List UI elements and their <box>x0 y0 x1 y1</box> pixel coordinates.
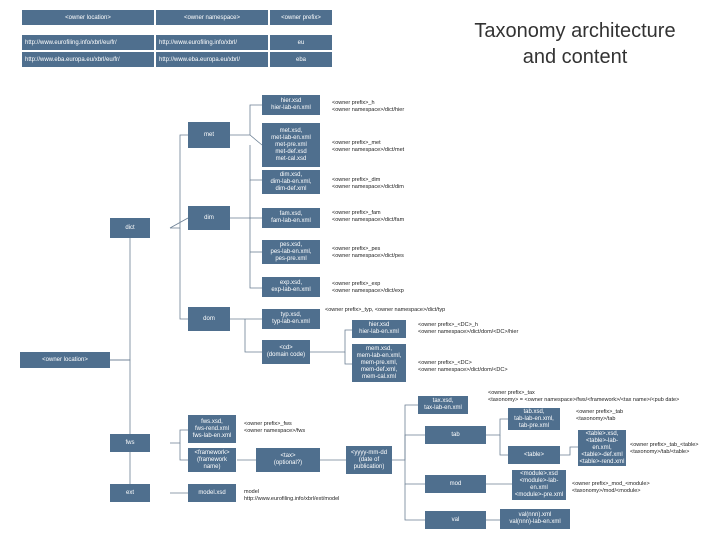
page-title: Taxonomy architecture and content <box>474 20 676 68</box>
note-tab: <owner prefix>_tab <taxonomy>/tab <box>576 409 624 422</box>
note-exp: <owner prefix>_exp <owner namespace>/dic… <box>332 281 404 294</box>
node-framework: <framework> (framework name) <box>188 448 236 472</box>
node-exp-files: exp.xsd, exp-lab-en.xml <box>262 277 320 297</box>
node-fws: fws <box>110 434 150 452</box>
note-met: <owner prefix>_met <owner namespace>/dic… <box>332 140 405 153</box>
table-header-owner-location: <owner location> <box>22 10 154 25</box>
table-row-1-prefix: eu <box>270 35 332 50</box>
note-typ: <owner prefix>_typ, <owner namespace>/di… <box>325 307 446 313</box>
note-dom-hier: <owner prefix>_<DC>_h <owner namespace>/… <box>418 322 519 335</box>
node-dim-files: dim.xsd, dim-lab-en.xml, dim-def.xml <box>262 170 320 194</box>
node-dim: dim <box>188 206 230 230</box>
node-owner-location: <owner location> <box>20 352 110 368</box>
table-row-2-location: http://www.eba.europa.eu/xbrl/eu/fr/ <box>22 52 154 67</box>
node-tax-files: tax.xsd, tax-lab-en.xml <box>418 396 468 414</box>
note-model: model http://www.eurofiling.info/xbrl/ex… <box>244 489 340 502</box>
node-domain-code: <cd> (domain code) <box>262 340 310 364</box>
node-tax: <tax> (optional?) <box>256 448 320 472</box>
node-pes-files: pes.xsd, pes-lab-en.xml, pes-pre.xml <box>262 240 320 264</box>
node-dict: dict <box>110 218 150 238</box>
node-val-files: val(nnn).xml val(nnn)-lab-en.xml <box>500 509 570 529</box>
node-table-files: <table>.xsd, <table>-lab- en.xml, <table… <box>578 430 626 466</box>
note-tax: <owner prefix>_tax <taxonomy> = <owner n… <box>488 390 680 403</box>
note-mod: <owner prefix>_mod_<module> <taxonomy>/m… <box>572 481 650 494</box>
node-tab-files: tab.xsd, tab-lab-en.xml, tab-pre.xml <box>508 408 560 430</box>
node-met-files: met.xsd, met-lab-en.xml met-pre.xml met-… <box>262 123 320 167</box>
table-row-2-namespace: http://www.eba.europa.eu/xbrl/ <box>156 52 268 67</box>
node-dom-mem-files: mem.xsd, mem-lab-en.xml, mem-pre.xml, me… <box>352 344 406 382</box>
node-model-xsd: model.xsd <box>188 484 236 502</box>
node-fws-files: fws.xsd, fws-rend.xml fws-lab-en.xml <box>188 415 236 443</box>
note-fws: <owner prefix>_fws <owner namespace>/fws <box>244 421 306 434</box>
note-hier: <owner prefix>_h <owner namespace>/dict/… <box>332 100 405 113</box>
node-dom-hier-files: hier.xsd hier-lab-en.xml <box>352 320 406 338</box>
node-hier-files: hier.xsd hier-lab-en.xml <box>262 95 320 115</box>
table-row-1-namespace: http://www.eurofiling.info/xbrl/ <box>156 35 268 50</box>
node-mod: mod <box>425 475 486 493</box>
node-mod-files: <module>.xsd <module>-lab- en.xml <modul… <box>512 470 566 500</box>
node-met: met <box>188 122 230 148</box>
node-dom: dom <box>188 307 230 331</box>
node-ext: ext <box>110 484 150 502</box>
node-typ-files: typ.xsd, typ-lab-en.xml <box>262 309 320 329</box>
node-version-date: <yyyy-mm-dd (date of publication) <box>346 446 392 474</box>
node-tab: tab <box>425 426 486 444</box>
node-val: val <box>425 511 486 529</box>
note-table: <owner prefix>_tab_<table> <taxonomy>/ta… <box>630 442 699 455</box>
note-fam: <owner prefix>_fam <owner namespace>/dic… <box>332 210 405 223</box>
note-pes: <owner prefix>_pes <owner namespace>/dic… <box>332 246 404 259</box>
table-row-2-prefix: eba <box>270 52 332 67</box>
note-dim: <owner prefix>_dim <owner namespace>/dic… <box>332 177 404 190</box>
note-dom-mem: <owner prefix>_<DC> <owner namespace>/di… <box>418 360 508 373</box>
table-header-owner-namespace: <owner namespace> <box>156 10 268 25</box>
node-tables: <table> <box>508 446 560 464</box>
node-fam-files: fam.xsd, fam-lab-en.xml <box>262 208 320 228</box>
table-header-owner-prefix: <owner prefix> <box>270 10 332 25</box>
table-row-1-location: http://www.eurofiling.info/xbrl/eu/fr/ <box>22 35 154 50</box>
